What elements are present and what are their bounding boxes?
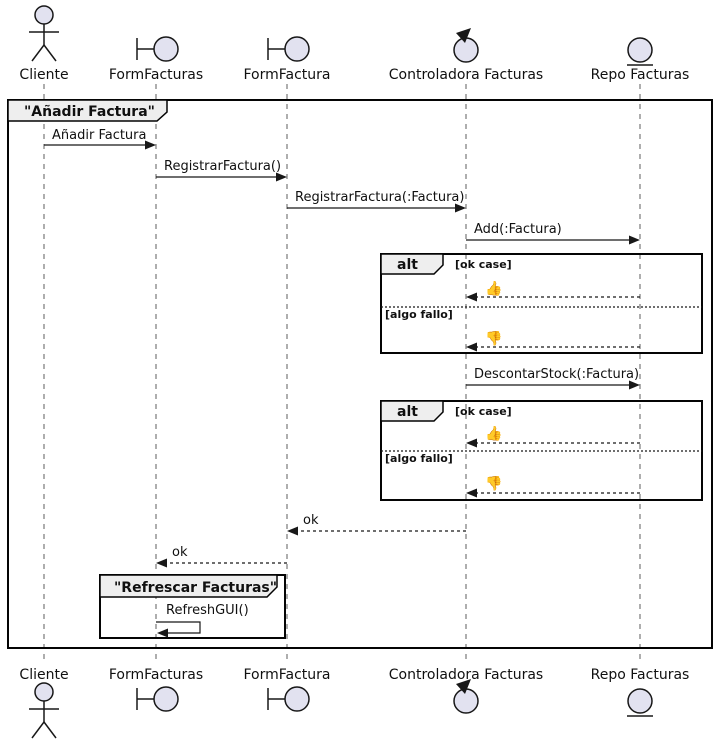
participant-repo-top: Repo Facturas <box>591 37 690 83</box>
arrowhead-right <box>629 235 640 245</box>
message-return-thumbs-up-2: 👍 <box>466 425 640 448</box>
thumbs-down-icon: 👎 <box>485 330 502 347</box>
message-return-ok-2: ok <box>156 545 287 568</box>
message-self-refreshgui: RefreshGUI() <box>156 603 249 638</box>
actor-leg-left <box>31 721 45 739</box>
participant-formfacturas-bottom: FormFacturas <box>109 667 203 712</box>
arrowhead-left <box>157 628 168 638</box>
frame-border <box>7 99 713 649</box>
participant-formfactura-top: FormFactura <box>243 36 331 83</box>
frame-title: "Refrescar Facturas" <box>114 580 277 596</box>
guard-ok-case: [ok case] <box>455 405 512 418</box>
boundary-circle <box>153 36 179 62</box>
thumbs-down-icon: 👎 <box>485 475 502 492</box>
alt-pentagon <box>380 400 444 422</box>
control-arrow <box>456 28 471 43</box>
participant-label: Controladora Facturas <box>389 667 543 683</box>
alt-fragment-2: alt [ok case] [algo fallo] <box>380 400 703 501</box>
arrowhead-left <box>287 526 298 536</box>
message-return-thumbs-down-1: 👎 <box>466 330 640 352</box>
control-icon <box>453 37 479 63</box>
arrowhead-left <box>466 292 477 302</box>
arrowhead-right <box>276 172 287 182</box>
message-return-thumbs-up-1: 👍 <box>466 280 640 302</box>
participant-controladora-bottom: Controladora Facturas <box>389 667 543 714</box>
frame-title-pentagon <box>99 574 278 598</box>
actor-leg-right <box>43 721 57 739</box>
frame-anadir-factura: "Añadir Factura" <box>7 99 713 649</box>
guard-ok-case: [ok case] <box>455 258 512 271</box>
participant-cliente-top: Cliente <box>19 5 69 83</box>
participant-label: FormFacturas <box>109 667 203 683</box>
actor-leg-right <box>43 44 57 62</box>
message-registrar-factura: RegistrarFactura() <box>156 159 287 182</box>
actor-icon <box>34 5 54 25</box>
participant-repo-bottom: Repo Facturas <box>591 667 690 717</box>
boundary-circle <box>284 686 310 712</box>
actor-icon <box>34 682 54 702</box>
message-anadir-factura: Añadir Factura <box>44 128 156 150</box>
message-label: ok <box>172 545 188 560</box>
message-label: Add(:Factura) <box>474 222 562 237</box>
control-icon <box>453 688 479 714</box>
participant-label: FormFactura <box>243 67 330 83</box>
boundary-circle <box>153 686 179 712</box>
participant-label: FormFacturas <box>109 67 203 83</box>
frame-refrescar-facturas: "Refrescar Facturas" <box>99 574 286 639</box>
message-label: RegistrarFactura() <box>164 159 281 174</box>
participant-label: Controladora Facturas <box>389 67 543 83</box>
message-return-thumbs-down-2: 👎 <box>466 475 640 498</box>
arrowhead-left <box>156 558 167 568</box>
thumbs-up-icon: 👍 <box>485 280 502 297</box>
thumbs-up-icon: 👍 <box>485 425 502 442</box>
actor-leg-left <box>31 44 45 62</box>
participant-controladora-top: Controladora Facturas <box>389 28 543 83</box>
alt-border <box>380 253 703 354</box>
guard-algo-fallo: [algo fallo] <box>385 452 453 465</box>
participant-formfactura-bottom: FormFactura <box>243 667 331 712</box>
message-label: Añadir Factura <box>52 128 147 143</box>
arrowhead-right <box>145 140 156 150</box>
message-label: RefreshGUI() <box>166 603 249 618</box>
message-label: ok <box>303 513 319 528</box>
control-arrow <box>456 679 471 694</box>
arrowhead-left <box>466 342 477 352</box>
message-registrar-factura-param: RegistrarFactura(:Factura) <box>287 190 466 213</box>
alt-pentagon <box>380 253 444 275</box>
message-descontar-stock: DescontarStock(:Factura) <box>466 367 640 390</box>
arrowhead-right <box>455 203 466 213</box>
message-label: RegistrarFactura(:Factura) <box>295 190 464 205</box>
self-message-line <box>156 621 201 634</box>
entity-icon <box>627 688 653 714</box>
message-label: DescontarStock(:Factura) <box>474 367 639 382</box>
entity-icon <box>627 37 653 63</box>
arrowhead-left <box>466 438 477 448</box>
arrowhead-right <box>629 380 640 390</box>
participant-label: Cliente <box>19 67 68 83</box>
participant-label: Repo Facturas <box>591 67 690 83</box>
alt-fragment-1: alt [ok case] [algo fallo] <box>380 253 703 354</box>
participant-formfacturas-top: FormFacturas <box>109 36 203 83</box>
arrowhead-left <box>466 488 477 498</box>
participant-label: Cliente <box>19 667 68 683</box>
participant-label: FormFactura <box>243 667 330 683</box>
alt-operator: alt <box>397 404 418 420</box>
frame-title-pentagon <box>7 99 168 122</box>
guard-algo-fallo: [algo fallo] <box>385 308 453 321</box>
lifelines <box>43 84 641 660</box>
boundary-circle <box>284 36 310 62</box>
participant-cliente-bottom: Cliente <box>19 667 69 739</box>
alt-operator: alt <box>397 257 418 273</box>
frame-title: "Añadir Factura" <box>24 104 155 120</box>
message-return-ok-1: ok <box>287 513 466 536</box>
participant-label: Repo Facturas <box>591 667 690 683</box>
message-add-factura: Add(:Factura) <box>466 222 640 245</box>
